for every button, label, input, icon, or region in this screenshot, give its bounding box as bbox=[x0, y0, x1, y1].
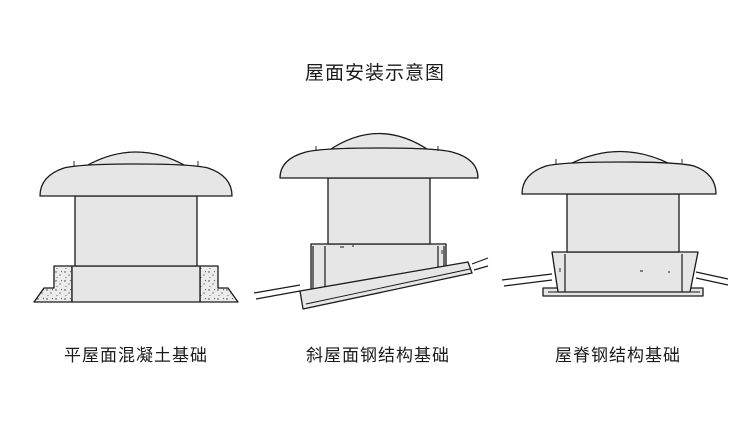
flat-roof-fan bbox=[33, 151, 239, 303]
fan-body bbox=[566, 193, 680, 253]
fan-body bbox=[74, 195, 198, 267]
fan-hood bbox=[521, 161, 717, 195]
caption-sloped-roof: 斜屋面钢结构基础 bbox=[306, 346, 450, 366]
ridge-roof-fan bbox=[501, 150, 729, 297]
fan-base bbox=[71, 265, 201, 303]
concrete-base bbox=[199, 265, 239, 303]
diagram-title: 屋面安装示意图 bbox=[304, 62, 445, 84]
fan-hood bbox=[39, 163, 233, 197]
steel-frame bbox=[551, 251, 699, 293]
concrete-base bbox=[33, 265, 73, 303]
sloped-roof-fan bbox=[253, 132, 489, 310]
caption-flat-roof: 平屋面混凝土基础 bbox=[64, 346, 208, 366]
roof-plate bbox=[299, 261, 473, 310]
fan-body bbox=[327, 177, 431, 245]
caption-ridge-roof: 屋脊钢结构基础 bbox=[555, 346, 681, 366]
fan-hood bbox=[279, 147, 479, 179]
